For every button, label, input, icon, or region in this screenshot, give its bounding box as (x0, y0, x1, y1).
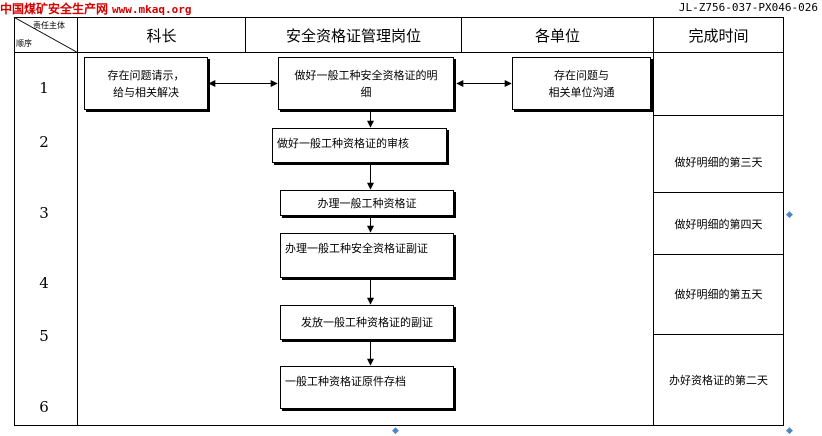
flow-step-1: 做好一般工种安全资格证的明 细 (278, 57, 454, 110)
row-number: 6 (39, 398, 49, 416)
flow-step-6: 一般工种资格证原件存档 (280, 366, 454, 409)
column-header-section-chief: 科长 (146, 27, 177, 45)
column-header-completion-time: 完成时间 (688, 27, 749, 45)
flow-step-2: 做好一般工种资格证的审核 (272, 128, 447, 163)
table-frame (14, 17, 784, 426)
flow-step-4: 办理一般工种安全资格证副证 (280, 233, 454, 278)
completion-time: 做好明细的第五天 (674, 288, 763, 301)
flow-step-3: 办理一般工种资格证 (280, 190, 454, 216)
resize-handle-icon[interactable]: ◆ (786, 426, 793, 436)
resize-handle-icon[interactable]: ◆ (392, 426, 399, 436)
row-number: 4 (39, 274, 49, 292)
corner-label-order: 顺序 (16, 39, 32, 48)
completion-time: 办好资格证的第二天 (669, 374, 768, 387)
column-header-units: 各单位 (534, 27, 580, 45)
site-url: www.mkaq.org (112, 3, 192, 16)
column-header-certificate-post: 安全资格证管理岗位 (285, 27, 421, 45)
row-number: 5 (39, 327, 49, 345)
corner-label-responsibility: 责任主体 (33, 21, 65, 30)
flow-box-escalate: 存在问题请示， 给与相关解决 (84, 57, 208, 110)
resize-handle-icon[interactable]: ◆ (786, 210, 793, 220)
corner-diagonal (14, 17, 78, 53)
site-name: 中国煤矿安全生产网 (0, 2, 109, 16)
completion-time: 做好明细的第三天 (674, 156, 763, 169)
row-number: 3 (39, 204, 49, 222)
row-number: 1 (39, 79, 49, 97)
row-number: 2 (39, 133, 49, 151)
document-code: JL-Z756-037-PX046-026 (678, 1, 818, 14)
flow-step-5: 发放一般工种资格证的副证 (280, 305, 454, 340)
completion-time: 做好明细的第四天 (674, 218, 763, 231)
flow-box-coordinate: 存在问题与 相关单位沟通 (512, 57, 651, 110)
